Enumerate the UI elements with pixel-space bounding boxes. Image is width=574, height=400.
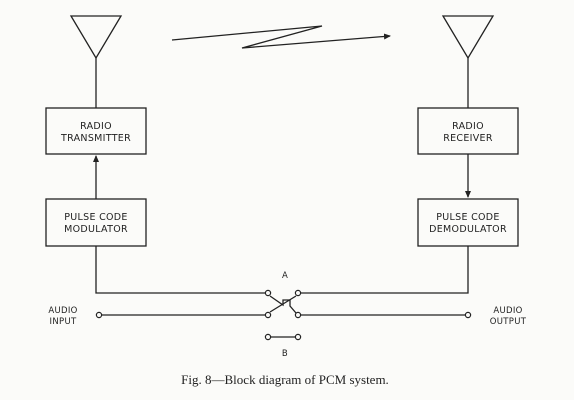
figure-caption: Fig. 8—Block diagram of PCM system. [181, 372, 389, 387]
pcm-demodulator-label: DEMODULATOR [429, 224, 507, 235]
pcm-path-right [300, 246, 469, 294]
pcm-modulator-label: PULSE CODE [64, 212, 127, 223]
audio-input-terminal [95, 311, 103, 319]
switch-contact [294, 289, 302, 297]
transmit-antenna-icon [69, 15, 123, 60]
radio-transmitter-label: TRANSMITTER [60, 133, 131, 144]
switch-contact [264, 311, 272, 319]
audio-output-terminal [464, 311, 472, 319]
switch-contact [294, 311, 302, 319]
switch-a-crossover [269, 295, 297, 314]
switch-contact [294, 333, 302, 341]
receive-antenna-icon [441, 15, 495, 60]
radio-receiver-label: RECEIVER [443, 133, 493, 144]
switch-contact [264, 289, 272, 297]
audio-input-label: INPUT [50, 317, 77, 327]
switch-b-label: B [282, 349, 288, 359]
radio-receiver-label: RADIO [452, 121, 484, 132]
pcm-path-left [95, 246, 266, 294]
audio-output-label: OUTPUT [490, 317, 527, 327]
radio-transmitter-block [45, 107, 147, 155]
audio-output-label: AUDIO [493, 306, 522, 316]
audio-input-label: AUDIO [48, 306, 77, 316]
radio-transmitter-label: RADIO [80, 121, 112, 132]
radio-link-arrow [171, 25, 391, 49]
switch-a-label: A [282, 271, 288, 281]
switch-contact [264, 333, 272, 341]
pcm-modulator-label: MODULATOR [64, 224, 128, 235]
pcm-demodulator-label: PULSE CODE [436, 212, 499, 223]
switch-a-crossover-2 [269, 295, 297, 313]
